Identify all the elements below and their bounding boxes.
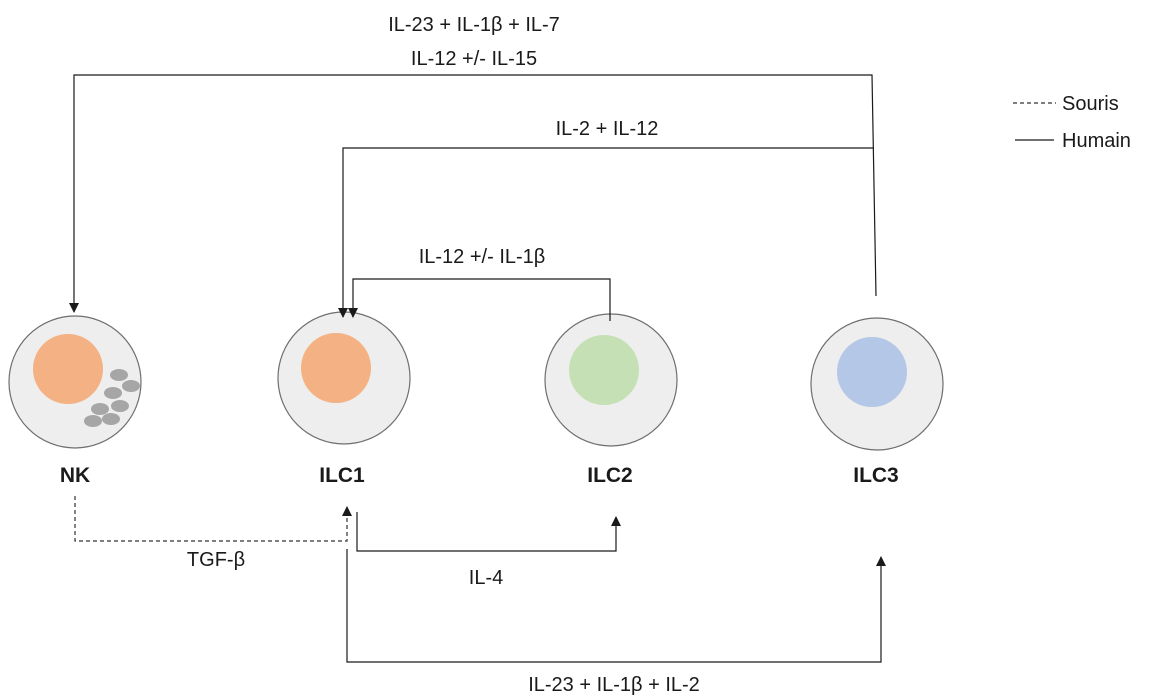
- ilc1-to-ilc3-label: IL-23 + IL-1β + IL-2: [528, 674, 700, 696]
- arrow-ilc3-to-ilc1: IL-2 + IL-12: [338, 118, 874, 318]
- ilc1-cell: ILC1: [277, 311, 411, 487]
- nk-cell: NK: [8, 315, 142, 487]
- legend: Souris Humain: [1013, 93, 1131, 152]
- arrow-ilc2-to-ilc1: IL-12 +/- IL-1β: [348, 246, 611, 321]
- nk-granule: [91, 403, 109, 415]
- ilc3-cell-nucleus: [837, 337, 907, 407]
- ilc3-cell: ILC3: [810, 317, 944, 487]
- ilc2-to-ilc1-line: [348, 278, 611, 321]
- nk-granule: [122, 380, 140, 392]
- nk-to-ilc1-label: TGF-β: [187, 549, 245, 571]
- nk-granules: [84, 369, 140, 427]
- arrow-ilc3-to-nk: IL-23 + IL-1β + IL-7 IL-12 +/- IL-15: [69, 14, 877, 313]
- ilc1-to-ilc2-line: [356, 512, 621, 552]
- ilc2-cell: ILC2: [544, 313, 678, 487]
- ilc3-label: ILC3: [853, 464, 899, 487]
- arrow-nk-to-ilc1: TGF-β: [74, 496, 352, 571]
- ilc3-to-nk-label-line2: IL-12 +/- IL-15: [411, 48, 537, 70]
- ilc3-to-ilc1-label: IL-2 + IL-12: [556, 118, 659, 140]
- ilc3-to-nk-label-line1: IL-23 + IL-1β + IL-7: [388, 14, 560, 36]
- ilc1-label: ILC1: [319, 464, 365, 487]
- arrow-ilc1-to-ilc3: IL-23 + IL-1β + IL-2: [346, 549, 886, 696]
- ilc3-to-ilc1-line: [338, 147, 874, 318]
- ilc2-to-ilc1-label: IL-12 +/- IL-1β: [419, 246, 546, 268]
- legend-humain-label: Humain: [1062, 130, 1131, 152]
- ilc1-to-ilc3-line: [346, 549, 886, 663]
- nk-granule: [84, 415, 102, 427]
- nk-granule: [111, 400, 129, 412]
- arrow-ilc1-to-ilc2: IL-4: [356, 512, 621, 589]
- ilc2-label: ILC2: [587, 464, 633, 487]
- ilc3-to-nk-line: [69, 74, 877, 313]
- ilc1-to-ilc2-label: IL-4: [469, 567, 503, 589]
- nk-to-ilc1-line: [74, 496, 352, 542]
- nk-label: NK: [60, 464, 90, 487]
- nk-cell-nucleus: [33, 334, 103, 404]
- nk-granule: [110, 369, 128, 381]
- nk-granule: [102, 413, 120, 425]
- nk-granule: [104, 387, 122, 399]
- ilc2-cell-nucleus: [569, 335, 639, 405]
- legend-souris-label: Souris: [1062, 93, 1119, 115]
- ilc1-cell-nucleus: [301, 333, 371, 403]
